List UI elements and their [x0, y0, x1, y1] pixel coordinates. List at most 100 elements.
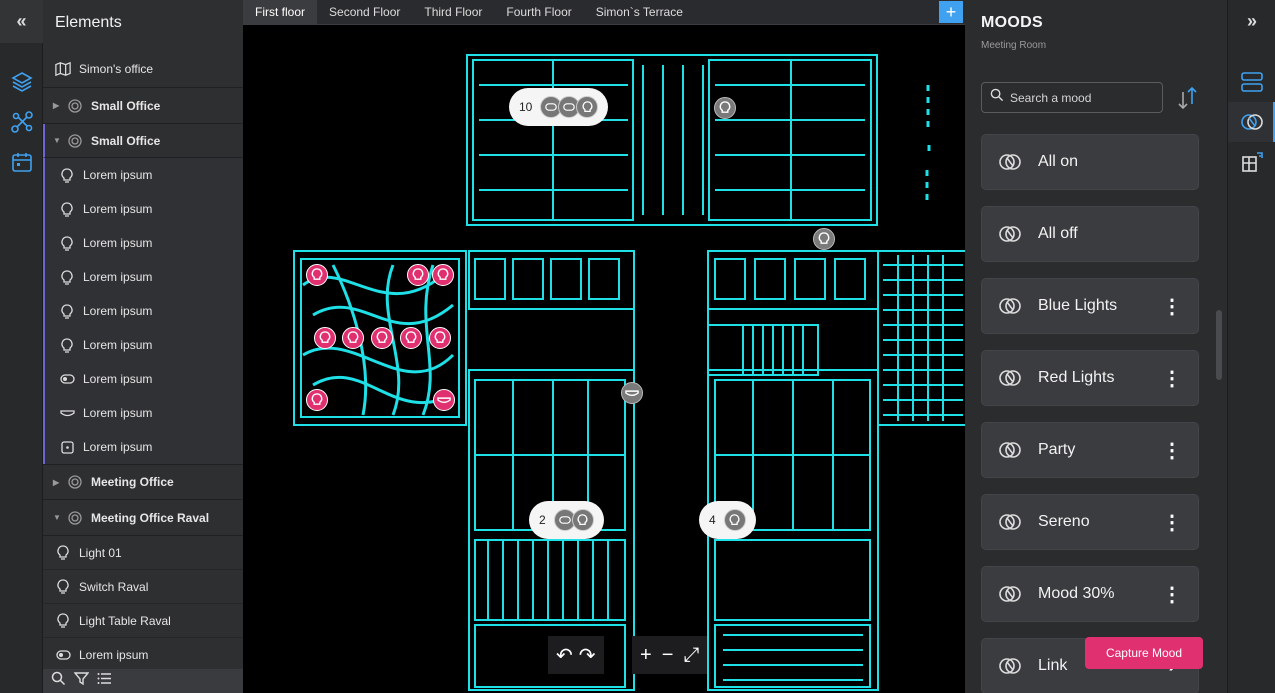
light-pin[interactable] [813, 228, 835, 250]
mood-label: Blue Lights [1038, 297, 1118, 314]
tree-item-light[interactable]: Light Table Raval [43, 604, 243, 638]
tree-item-small-office-2[interactable]: ▼ Small Office [43, 124, 243, 158]
rooms-icon[interactable] [1228, 62, 1275, 102]
moods-scrollbar[interactable] [1216, 310, 1222, 380]
tree-item-light[interactable]: Lorem ipsum [43, 260, 243, 294]
tree-item-meeting-office[interactable]: ▶ Meeting Office [43, 464, 243, 500]
room-icon [67, 474, 83, 490]
tab-third-floor[interactable]: Third Floor [424, 5, 483, 19]
tree-item-switch[interactable]: Lorem ipsum [43, 638, 243, 670]
room-icon [67, 510, 83, 526]
tab-simons-terrace[interactable]: Simon`s Terrace [595, 5, 683, 19]
tree-item-small-office-1[interactable]: ▶ Small Office [43, 88, 243, 124]
more-options-icon[interactable]: ⋮ [1162, 511, 1182, 534]
tree-item-label: Meeting Office [91, 475, 174, 489]
elements-tree: Simon's office ▶ Small Office ▼ Small Of… [43, 50, 243, 670]
tree-item-switch[interactable]: Lorem ipsum [43, 362, 243, 396]
tree-item-ceiling-light[interactable]: Lorem ipsum [43, 396, 243, 430]
light-pin[interactable] [429, 327, 451, 349]
mood-icon [998, 582, 1022, 606]
bulb-icon [576, 96, 599, 118]
tree-item-light[interactable]: Lorem ipsum [43, 328, 243, 362]
switch-icon [55, 647, 71, 663]
tree-item-label: Light 01 [79, 545, 122, 560]
mood-card-all-off[interactable]: All off [981, 206, 1199, 262]
mood-search-input[interactable] [1010, 90, 1150, 105]
light-pin[interactable] [432, 264, 454, 286]
tab-fourth-floor[interactable]: Fourth Floor [506, 5, 572, 19]
moods-icon[interactable] [1228, 102, 1275, 142]
tab-second-floor[interactable]: Second Floor [329, 5, 401, 19]
bulb-icon [59, 303, 75, 319]
sort-icon[interactable] [1175, 84, 1201, 112]
expand-right-button[interactable]: » [1246, 11, 1257, 31]
caret-down-icon[interactable]: ▼ [53, 513, 61, 522]
mood-label: Red Lights [1038, 369, 1115, 386]
more-options-icon[interactable]: ⋮ [1162, 295, 1182, 318]
tree-item-light[interactable]: Light 01 [43, 536, 243, 570]
light-pin[interactable] [407, 264, 429, 286]
more-options-icon[interactable]: ⋮ [1162, 439, 1182, 462]
mood-label: All on [1038, 153, 1079, 170]
zoom-in-icon[interactable]: + [640, 643, 652, 666]
mood-search[interactable] [981, 82, 1163, 113]
list-icon[interactable] [97, 672, 112, 690]
mood-icon [998, 366, 1022, 390]
graph-icon[interactable] [0, 102, 43, 142]
capture-mood-button[interactable]: Capture Mood [1085, 637, 1203, 669]
light-pin[interactable] [714, 97, 736, 119]
mood-card-sereno[interactable]: Sereno ⋮ [981, 494, 1199, 550]
fit-screen-icon[interactable]: ⤢ [683, 643, 700, 666]
caret-right-icon[interactable]: ▶ [53, 101, 60, 110]
device-cluster[interactable]: 4 [699, 501, 756, 539]
search-icon[interactable] [51, 671, 66, 691]
light-pin[interactable] [400, 327, 422, 349]
mood-icon [998, 222, 1022, 246]
mood-card-blue-lights[interactable]: Blue Lights ⋮ [981, 278, 1199, 334]
tree-item-light[interactable]: Lorem ipsum [43, 294, 243, 328]
cluster-count: 4 [709, 513, 716, 527]
light-pin[interactable] [314, 327, 336, 349]
add-floor-button[interactable]: + [939, 1, 963, 23]
ceiling-light-pin[interactable] [433, 389, 455, 411]
caret-right-icon[interactable]: ▶ [53, 477, 60, 487]
more-options-icon[interactable]: ⋮ [1162, 367, 1182, 390]
ceiling-light-icon [59, 405, 75, 421]
redo-icon[interactable]: ↷ [578, 644, 596, 667]
collapse-left-button[interactable]: « [0, 0, 43, 43]
tree-item-switch[interactable]: Switch Raval [43, 570, 243, 604]
floor-plan-view[interactable]: First floor Second Floor Third Floor Fou… [243, 0, 965, 693]
mood-card-red-lights[interactable]: Red Lights ⋮ [981, 350, 1199, 406]
switch-icon [558, 96, 581, 118]
undo-icon[interactable]: ↶ [556, 644, 573, 667]
tree-item-label: Lorem ipsum [83, 236, 153, 250]
cluster-count: 2 [539, 513, 546, 527]
mood-label: Mood 30% [1038, 585, 1115, 602]
mood-card-all-on[interactable]: All on [981, 134, 1199, 190]
caret-down-icon[interactable]: ▼ [53, 136, 61, 145]
mood-icon [998, 654, 1022, 678]
calendar-icon[interactable] [0, 142, 43, 182]
light-pin[interactable] [371, 327, 393, 349]
device-cluster[interactable]: 2 [529, 501, 604, 539]
building-item[interactable]: Simon's office [43, 50, 243, 88]
zoom-out-icon[interactable]: − [661, 643, 674, 666]
device-cluster[interactable]: 10 [509, 88, 609, 126]
tab-first-floor[interactable]: First floor [243, 0, 318, 24]
mood-card-mood-30[interactable]: Mood 30% ⋮ [981, 566, 1199, 622]
light-pin[interactable] [306, 264, 328, 286]
more-options-icon[interactable]: ⋮ [1162, 583, 1182, 606]
layers-icon[interactable] [0, 62, 43, 102]
filter-icon[interactable] [73, 671, 90, 691]
tree-item-light[interactable]: Lorem ipsum [43, 192, 243, 226]
tree-item-sensor[interactable]: Lorem ipsum [43, 430, 243, 464]
ceiling-light-pin[interactable] [621, 382, 643, 404]
tree-item-light[interactable]: Lorem ipsum [43, 226, 243, 260]
tree-item-meeting-office-raval[interactable]: ▼ Meeting Office Raval [43, 500, 243, 536]
tree-item-light[interactable]: Lorem ipsum [43, 158, 243, 192]
mood-card-party[interactable]: Party ⋮ [981, 422, 1199, 478]
devices-icon[interactable] [1228, 142, 1275, 182]
bulb-icon [571, 509, 594, 531]
light-pin[interactable] [342, 327, 364, 349]
light-pin[interactable] [306, 389, 328, 411]
